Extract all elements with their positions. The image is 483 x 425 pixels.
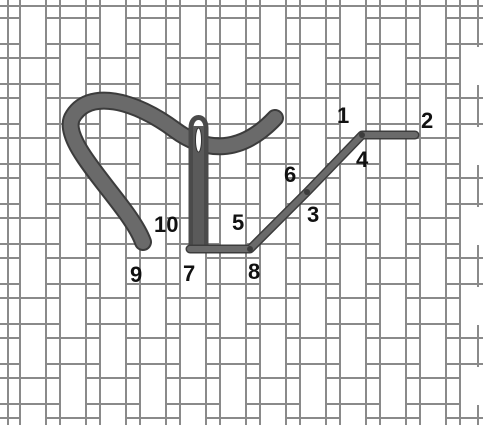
- needle-icon: [191, 118, 206, 249]
- canvas-weave-block: [61, 207, 85, 245]
- canvas-weave-block: [341, 167, 365, 205]
- canvas-weave-block: [21, 407, 45, 425]
- canvas-weave-block: [181, 327, 205, 365]
- label-10: 10: [154, 212, 178, 237]
- canvas-weave-block: [101, 327, 125, 365]
- canvas-weave-block: [341, 407, 365, 425]
- label-7: 7: [183, 261, 195, 286]
- canvas-weave-block: [421, 407, 445, 425]
- label-6: 6: [284, 162, 296, 187]
- canvas-weave-block: [221, 367, 245, 405]
- canvas-weave-block: [301, 127, 325, 165]
- canvas-weave-block: [461, 207, 483, 245]
- canvas-weave-block: [301, 47, 325, 85]
- canvas-weave-block: [301, 287, 325, 325]
- canvas-weave-block: [341, 247, 365, 285]
- canvas-weave-block: [381, 367, 405, 405]
- canvas-weave-block: [421, 7, 445, 45]
- canvas-weave-block: [261, 247, 285, 285]
- canvas-weave-block: [461, 127, 483, 165]
- canvas-weave-block: [101, 7, 125, 45]
- canvas-weave-block: [381, 207, 405, 245]
- canvas-weave-block: [21, 327, 45, 365]
- canvas-weave-block: [381, 47, 405, 85]
- canvas-weave-block: [261, 7, 285, 45]
- canvas-weave-block: [461, 367, 483, 405]
- canvas-weave-block: [61, 47, 85, 85]
- canvas-weave-block: [21, 167, 45, 205]
- canvas-weave-block: [21, 247, 45, 285]
- canvas-weave-block: [141, 127, 165, 165]
- label-2: 2: [421, 108, 433, 133]
- canvas-weave-block: [61, 367, 85, 405]
- canvas-weave-block: [341, 7, 365, 45]
- canvas-weave-block: [101, 407, 125, 425]
- canvas-weave-block: [141, 47, 165, 85]
- label-8: 8: [248, 259, 260, 284]
- canvas-weave-block: [181, 7, 205, 45]
- canvas-weave-block: [421, 327, 445, 365]
- canvas-weave-block: [221, 47, 245, 85]
- canvas-weave-block: [141, 287, 165, 325]
- canvas-weave-block: [301, 367, 325, 405]
- canvas-weave-block: [341, 327, 365, 365]
- canvas-weave-block: [461, 47, 483, 85]
- label-9: 9: [130, 262, 142, 287]
- label-4: 4: [356, 147, 369, 172]
- canvas-weave-block: [101, 247, 125, 285]
- canvas-weave-block: [261, 327, 285, 365]
- canvas-weave-block: [181, 407, 205, 425]
- canvas-weave-block: [421, 167, 445, 205]
- canvas-weave-block: [21, 7, 45, 45]
- label-1: 1: [337, 103, 349, 128]
- canvas-weave-block: [21, 87, 45, 125]
- canvas-weave-block: [221, 287, 245, 325]
- canvas-weave-block: [61, 287, 85, 325]
- canvas-weave-block: [141, 367, 165, 405]
- canvas-weave-block: [261, 407, 285, 425]
- canvas-weave-block: [261, 167, 285, 205]
- canvas-weave-block: [381, 287, 405, 325]
- canvas-weave-block: [421, 247, 445, 285]
- label-3: 3: [307, 202, 319, 227]
- label-5: 5: [232, 210, 244, 235]
- canvas-weave-block: [461, 287, 483, 325]
